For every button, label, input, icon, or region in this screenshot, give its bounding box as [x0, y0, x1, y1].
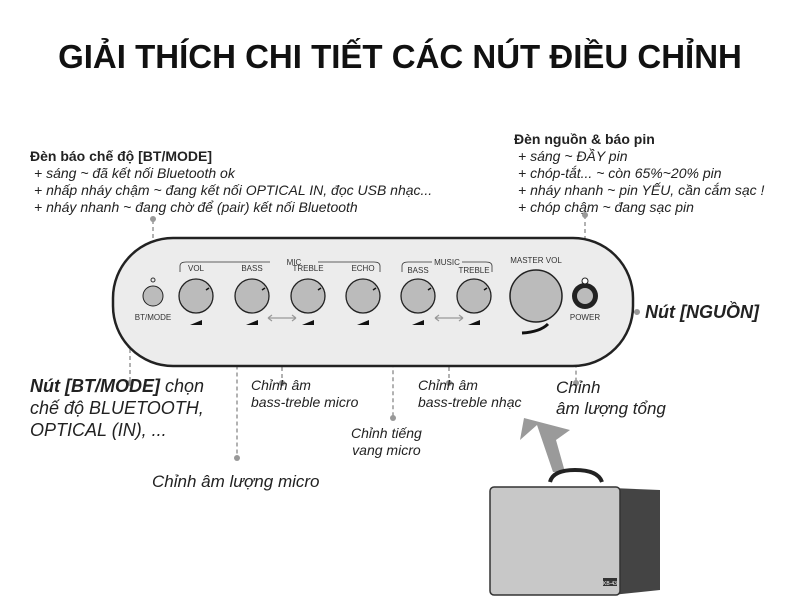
label-line: bass-treble nhạc [418, 394, 522, 410]
knob-bass[interactable] [400, 278, 436, 314]
power-note-line: + sáng ~ ĐẦY pin [518, 148, 628, 164]
knob-echo[interactable] [345, 278, 381, 314]
knob-label: TREBLE [458, 266, 489, 275]
level-wedge-icon [468, 320, 480, 325]
label-line: Chỉnh tiếng [351, 425, 422, 441]
power-label: POWER [570, 313, 600, 322]
power-note-line: + nháy nhanh ~ pin YẾU, cần cắm sạc ! [518, 182, 765, 198]
power-indicator-note: Đèn nguồn & báo pin + sáng ~ ĐẦY pin + c… [514, 131, 764, 216]
level-wedge-icon [302, 320, 314, 325]
echo-label: Chỉnh tiếng vang micro [351, 425, 422, 459]
arrow-icon [520, 418, 570, 472]
mode-note-line: + nháy nhanh ~ đang chờ để (pair) kết nố… [34, 199, 358, 215]
mode-note-heading: Đèn báo chế độ [BT/MODE] [30, 148, 212, 164]
music-bass-treble-label: Chỉnh âm bass-treble nhạc [418, 377, 522, 411]
label-line: vang micro [352, 442, 421, 458]
mode-indicator-note: Đèn báo chế độ [BT/MODE] + sáng ~ đã kết… [30, 148, 432, 216]
mode-note-line: + nhấp nháy chậm ~ đang kết nối OPTICAL … [34, 182, 433, 198]
bt-mode-description: Nút [BT/MODE] chọn chế độ BLUETOOTH, OPT… [30, 375, 204, 441]
knob-label: ECHO [351, 264, 374, 273]
mic-group-label: MIC [287, 258, 302, 267]
music-group-label: MUSIC [434, 258, 460, 267]
speaker-logo: KB-43 [603, 581, 617, 587]
power-note-line: + chóp-tắt... ~ còn 65%~20% pin [518, 165, 722, 181]
power-led [581, 277, 589, 285]
page-title: GIẢI THÍCH CHI TIẾT CÁC NÚT ĐIỀU CHỈNH [58, 38, 742, 75]
speaker-illustration: KB-43 [489, 418, 660, 596]
knob-label: VOL [188, 264, 205, 273]
knob-bass[interactable] [234, 278, 270, 314]
power-note-heading: Đèn nguồn & báo pin [514, 131, 655, 147]
bt-mode-button[interactable] [142, 285, 164, 307]
speaker-handle [548, 467, 604, 483]
bass-treble-arrows [267, 314, 464, 322]
bt-mode-text: OPTICAL (IN), ... [30, 420, 167, 440]
knob-vol[interactable] [178, 278, 214, 314]
knob-label: TREBLE [292, 264, 323, 273]
bt-mode-text: chế độ BLUETOOTH, [30, 398, 204, 418]
label-line: âm lượng tổng [556, 399, 666, 418]
bt-mode-title: Nút [BT/MODE] [30, 376, 160, 396]
bt-mode-label: BT/MODE [135, 313, 171, 322]
bt-mode-text: chọn [159, 376, 205, 396]
level-wedge-icon [190, 320, 202, 325]
level-wedge-icon [357, 320, 369, 325]
master-volume-knob[interactable] [509, 269, 563, 323]
mic-volume-label: Chỉnh âm lượng micro [152, 472, 320, 491]
power-note-line: + chóp chậm ~ đang sạc pin [518, 199, 694, 215]
label-line: Chỉnh [556, 378, 601, 397]
knob-treble[interactable] [456, 278, 492, 314]
label-line: Chỉnh âm [251, 377, 311, 393]
knob-label: BASS [407, 266, 428, 275]
mode-note-line: + sáng ~ đã kết nối Bluetooth ok [34, 165, 235, 181]
leader-dots [127, 212, 640, 461]
knob-label: BASS [241, 264, 262, 273]
level-wedge-icon [412, 320, 424, 325]
knob-treble[interactable] [290, 278, 326, 314]
master-vol-label: MASTER VOL [510, 256, 562, 265]
power-button-label: Nút [NGUỒN] [645, 302, 759, 322]
master-volume-label: Chỉnh âm lượng tổng [556, 377, 666, 419]
bt-mode-led [150, 277, 156, 283]
label-line: Chỉnh âm [418, 377, 478, 393]
label-line: bass-treble micro [251, 394, 359, 410]
level-wedge-icon [246, 320, 258, 325]
mic-bass-treble-label: Chỉnh âm bass-treble micro [251, 377, 358, 411]
